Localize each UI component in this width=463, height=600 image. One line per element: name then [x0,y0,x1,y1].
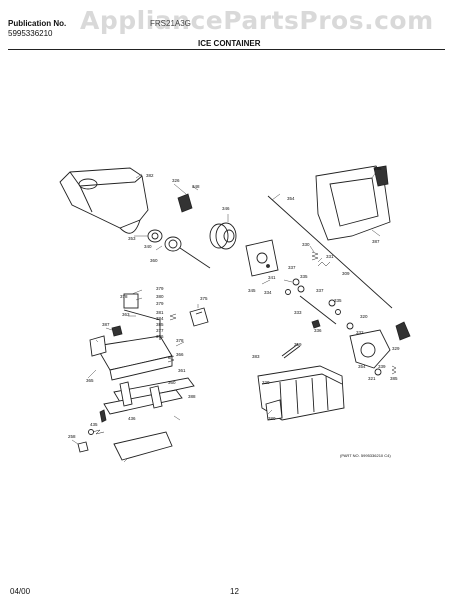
callout-number: 435 [90,422,98,427]
publication-number: 5995336210 [8,29,53,38]
callout-number: 335 [300,274,308,279]
callout-number: 379 [156,286,164,291]
footer-page-number: 12 [230,587,239,596]
callout-number: 378 [120,294,128,299]
ice-bin-part [59,167,149,234]
callout-number: 341 [268,275,276,280]
callout-number: 377 [156,328,164,333]
callout-number: 376 [156,334,164,339]
motor-bracket [245,239,279,277]
callout-number: 340 [144,244,152,249]
shaft-part [281,343,301,359]
callout-number: 361 [178,368,186,373]
leader-lines [71,171,381,463]
callout-number: 309 [342,271,350,276]
callout-number: 360 [150,258,158,263]
watermark-text: AppliancePartsPros.com [80,6,434,35]
callout-number: 382 [146,173,154,178]
callout-number: 346 [222,206,230,211]
model-number: FRS21A3G [150,19,191,28]
auger-assembly [147,193,237,269]
callout-labels: 382 326 348 346 354 386 387 353 340 360 330 331 337 3… [68,166,400,439]
control-frame-part [89,293,177,381]
callout-number: 337 [288,265,296,270]
callout-number: 379 [156,301,164,306]
callout-number: 348 [192,184,200,189]
footer-date: 04/00 [10,587,31,596]
callout-number: 329 [392,346,400,351]
callout-number: 360 [168,380,176,385]
callout-number: 378 [176,338,184,343]
callout-number: 339 [378,364,386,369]
callout-number: 321 [368,376,376,381]
callout-number: 353 [128,236,136,241]
callout-number: 380 [268,416,276,421]
callout-number: 330 [302,242,310,247]
screw-parts [77,429,105,453]
linkage-parts [285,251,354,330]
callout-number: 326 [172,178,180,183]
callout-number: 375 [200,296,208,301]
solenoid-part [349,321,411,376]
dispenser-door-part [315,165,391,241]
ice-maker-part [257,365,345,421]
callout-number: 385 [156,322,164,327]
callout-number: 365 [86,378,94,383]
callout-number: 436 [128,416,136,421]
callout-number: 335 [334,298,342,303]
callout-number: 383 [252,354,260,359]
callout-number: 331 [326,254,334,259]
callout-number: 359 [294,342,302,347]
callout-number: 337 [316,288,324,293]
header-divider [8,49,445,50]
callout-number: 336 [314,328,322,333]
callout-number: 386 [374,166,382,171]
callout-number: 363 [122,312,130,317]
callout-number: 334 [264,290,272,295]
section-title: ICE CONTAINER [198,39,261,48]
callout-number: 387 [372,239,380,244]
rod-part [267,195,393,309]
rail-parts [99,377,195,423]
callout-number: 381 [156,310,164,315]
callout-number: 332 [356,330,364,335]
callout-number: 258 [68,434,76,439]
callout-number: 320 [360,314,368,319]
callout-number: 380 [156,294,164,299]
callout-number: 387 [102,322,110,327]
figure-note: (PART NO. 5995336210 C4) [340,453,391,458]
callout-number: 384 [156,316,164,321]
callout-number: 333 [294,310,302,315]
callout-number: 388 [188,394,196,399]
callout-number: 345 [248,288,256,293]
callout-number: 320 [262,380,270,385]
callout-number: 354 [287,196,295,201]
callout-number: 366 [176,352,184,357]
bracket-part [189,307,209,327]
shelf-part [113,431,173,461]
callout-number: 385 [390,376,398,381]
callout-number: 354 [358,364,366,369]
publication-label: Publication No. [8,19,67,28]
